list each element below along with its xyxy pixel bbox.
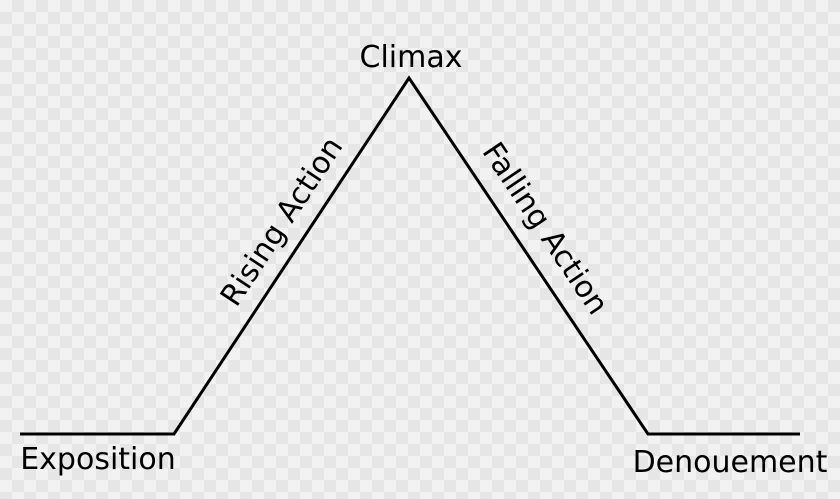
falling-action-label: Falling Action [475,136,615,321]
denouement-label: Denouement [633,445,828,480]
exposition-label: Exposition [20,442,176,477]
plot-line [20,75,800,436]
climax-label: Climax [360,40,463,75]
rising-action-label: Rising Action [214,131,350,313]
